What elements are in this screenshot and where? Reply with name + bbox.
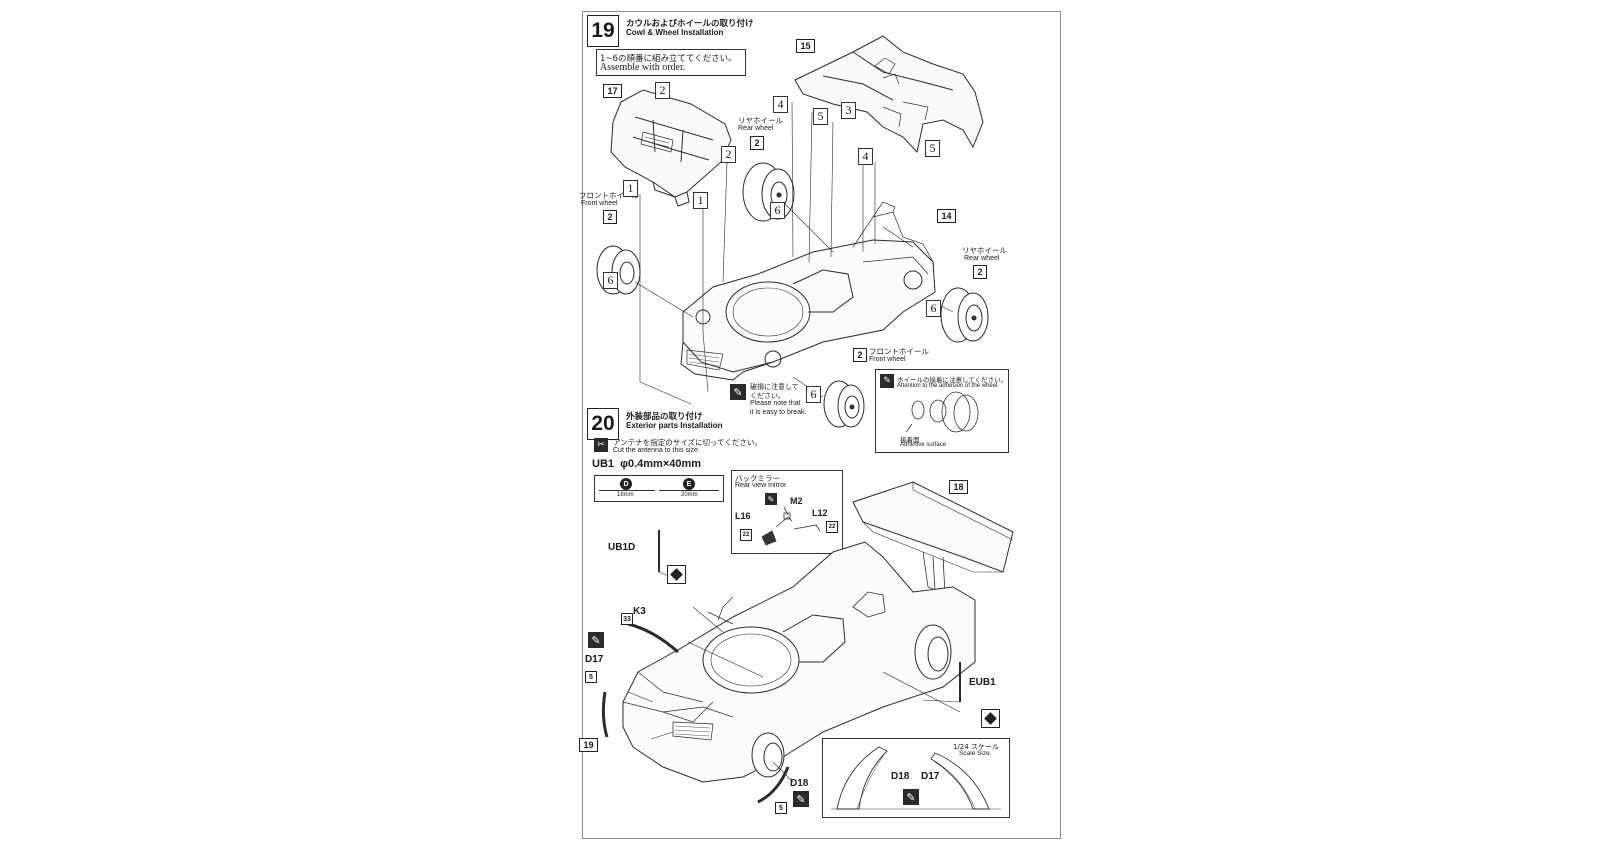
part-d18-label: D18 [790, 778, 809, 789]
rear-cowl-drawing [794, 35, 984, 154]
caution-icon: ✎ [730, 384, 746, 400]
antenna-spec: UB1 φ0.4mm×40mm [592, 458, 702, 470]
wheel-adhesion-drawing [905, 391, 979, 433]
antenna-note-en: Cut the antenna to this size [613, 447, 698, 454]
order-mark-5: 5 [925, 140, 940, 157]
mirror-drawing [761, 506, 821, 546]
order-mark-4: 4 [773, 96, 788, 113]
step-19-title-jp: カウルおよびホイールの取り付け [626, 19, 754, 29]
rear-wheel-right-jp: リヤホイール [962, 246, 1007, 255]
scale-title-jp: 1/24 スケール [953, 743, 999, 751]
order-mark-4: 4 [858, 148, 873, 165]
part-14-label: 14 [937, 209, 956, 223]
cement-icon [667, 565, 686, 584]
scissors-icon: ✂ [594, 438, 608, 452]
part-k3-label: K3 [633, 606, 646, 617]
antenna-d-line [599, 490, 655, 491]
scale-d17-label: D17 [921, 771, 940, 782]
part-m2-label: M2 [790, 496, 803, 506]
order-mark-1: 1 [693, 192, 708, 209]
part-ub1e-label: EUB1 [969, 677, 996, 688]
antenna-d-letter: D [620, 478, 632, 490]
rear-wheel-upper-part: 2 [750, 136, 764, 150]
order-mark-5: 5 [813, 108, 828, 125]
order-mark-1: 1 [623, 180, 638, 197]
part-l16-label: L16 [735, 511, 751, 521]
instruction-sheet: 19 カウルおよびホイールの取り付け Cowl & Wheel Installa… [579, 11, 1061, 839]
part-18-label: 18 [949, 480, 968, 494]
break-note-en-1: Please note that [750, 400, 801, 407]
step-20-title-en: Exterior parts Installation [626, 421, 723, 430]
break-note-jp-1: 破損に注意して [750, 383, 799, 391]
glue-icon: ✎ [880, 374, 894, 388]
antenna-d-length: 18mm [617, 492, 634, 498]
part-d18-decal: 5 [775, 802, 787, 814]
antenna-length-box: D E 18mm 20mm [594, 475, 724, 502]
part-ub1d-label: UB1D [608, 542, 636, 553]
front-wheel-left-part: 2 [603, 210, 617, 224]
adhesion-note-en: Attention to the adhesion of the wheel. [897, 383, 1000, 389]
order-mark-2: 2 [655, 82, 670, 99]
break-note-jp-2: ください。 [750, 392, 785, 400]
part-17-label: 17 [603, 84, 622, 98]
adhesion-note-box: ✎ ホイールの接着に注意してください。 Attention to the adh… [875, 369, 1009, 453]
mirror-decal-l16: 22 [740, 529, 752, 541]
part-d17-label: D17 [585, 654, 604, 665]
rear-wheel-upper-jp: リヤホイール [738, 116, 783, 125]
mirror-decal-l12: 22 [826, 521, 838, 533]
paint-icon: ✎ [903, 789, 919, 805]
adhesive-surface-en: Adhesive surface [900, 442, 947, 448]
part-k3-decal: 33 [621, 613, 633, 625]
part-l12-label: L12 [812, 508, 828, 518]
part-19-label: 19 [579, 738, 598, 752]
order-mark-6: 6 [926, 300, 941, 317]
scale-drawing [831, 746, 1001, 810]
paint-icon: ✎ [588, 632, 604, 648]
front-wheel-bottom-part: 2 [853, 348, 867, 362]
cement-icon [981, 709, 1000, 728]
antenna-e-length: 20mm [681, 492, 698, 498]
rear-wheel-upper-en: Rear wheel [738, 125, 774, 132]
mirror-title-en: Rear view mirror [735, 482, 787, 489]
part-d17-decal: 5 [585, 671, 597, 683]
antenna-e-letter: E [683, 478, 695, 490]
step-19-title-en: Cowl & Wheel Installation [626, 28, 724, 37]
rear-wheel-right-part: 2 [973, 265, 987, 279]
antenna-note-jp: アンテナを指定のサイズに切ってください。 [613, 438, 762, 447]
paint-icon: ✎ [765, 493, 777, 505]
chassis-drawing [680, 201, 936, 381]
order-note-en: Assemble with order. [600, 62, 686, 73]
front-cowl-drawing [610, 89, 732, 207]
step-19-number: 19 [587, 15, 619, 47]
scale-box: 1/24 スケール Scale Size. D18 D17 ✎ [822, 738, 1010, 818]
mirror-title-jp: バックミラー [735, 474, 780, 483]
order-note-box: 1~6の順番に組み立ててください。 Assemble with order. [596, 49, 746, 76]
antenna-e-line [659, 490, 719, 491]
front-wheel-bottom-en: Front wheel [869, 356, 906, 363]
order-mark-6: 6 [603, 272, 618, 289]
guide-lines [634, 101, 954, 405]
order-mark-6: 6 [770, 202, 785, 219]
break-note-en-2: it is easy to break. [750, 409, 807, 416]
adhesion-note-jp: ホイールの接着に注意してください。 [897, 376, 1008, 384]
part-15-label: 15 [796, 39, 815, 53]
mirror-box: バックミラー Rear view mirror ✎ M2 L16 L12 22 … [731, 470, 843, 554]
scale-title-en: Scale Size. [959, 750, 992, 757]
order-note-jp: 1~6の順番に組み立ててください。 [600, 54, 737, 64]
adhesive-surface-jp: 接着面 [900, 436, 920, 444]
front-wheel-left-en: Front wheel [581, 200, 618, 207]
rear-wheel-right-en: Rear wheel [964, 255, 1000, 262]
scale-d18-label: D18 [891, 771, 910, 782]
order-mark-2: 2 [721, 146, 736, 163]
paint-icon: ✎ [793, 791, 809, 807]
order-mark-3: 3 [841, 102, 856, 119]
order-mark-6: 6 [806, 386, 821, 403]
step-20-title-jp: 外装部品の取り付け [626, 412, 703, 422]
front-wheel-bottom-jp: フロントホイール [869, 347, 929, 356]
front-wheel-left-jp: フロントホイール [579, 191, 639, 200]
